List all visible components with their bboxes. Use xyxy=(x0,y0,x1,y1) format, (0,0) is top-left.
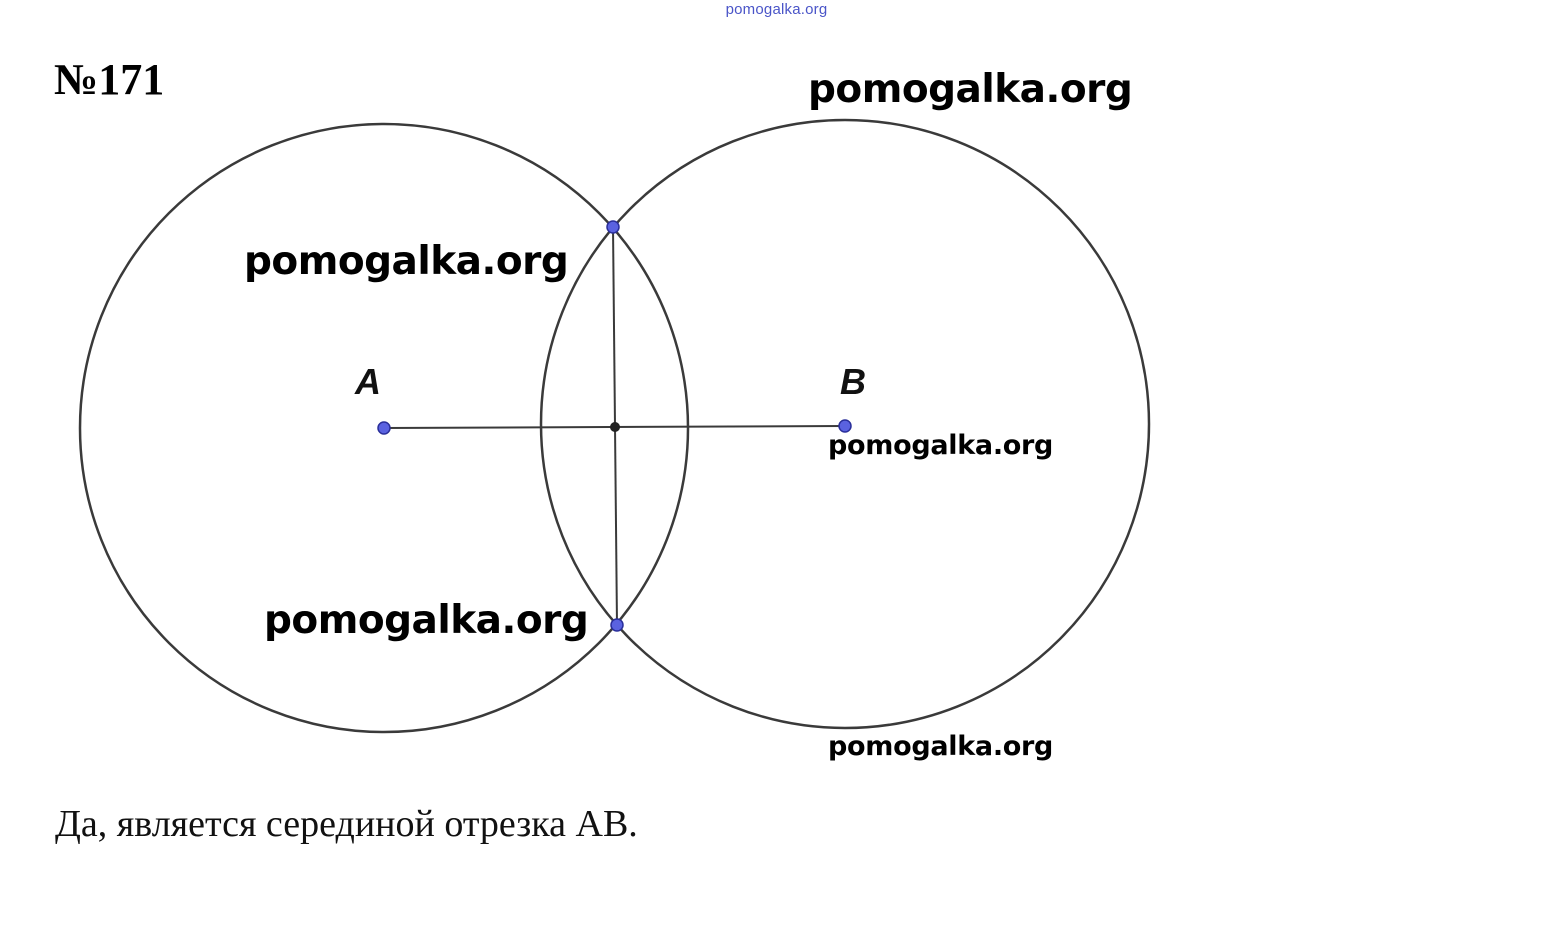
point-a-label: A xyxy=(354,361,381,402)
watermark-upper-left: pomogalka.org xyxy=(244,239,569,284)
intersection-point-top xyxy=(606,220,620,234)
site-watermark-top: pomogalka.org xyxy=(725,1,828,18)
watermark-bottom-right: pomogalka.org xyxy=(828,731,1054,762)
problem-number: №171 xyxy=(54,55,165,104)
answer-text: Да, является серединой отрезка АВ. xyxy=(55,803,638,845)
point-b xyxy=(838,419,852,433)
intersection-point-bottom xyxy=(610,618,624,632)
watermark-top-right: pomogalka.org xyxy=(808,67,1133,112)
circle-b xyxy=(539,118,1151,730)
midpoint xyxy=(610,422,620,432)
watermark-lower-left: pomogalka.org xyxy=(264,598,589,643)
point-a xyxy=(377,421,391,435)
point-b-label: B xyxy=(840,361,866,402)
circle-a xyxy=(78,122,690,734)
watermark-near-b: pomogalka.org xyxy=(828,430,1054,461)
